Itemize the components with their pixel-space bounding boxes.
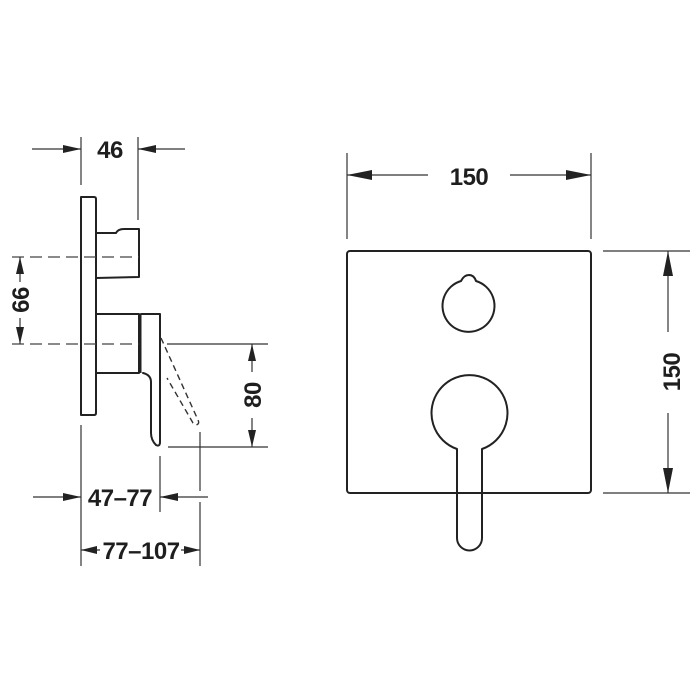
dim-66: 66: [8, 257, 35, 344]
lever-handle-front: [430, 374, 509, 552]
diverter-knob-front: [441, 274, 496, 333]
dim-47-77-label: 47–77: [88, 485, 152, 512]
dim-46: 46: [32, 137, 185, 220]
dim-66-label: 66: [8, 287, 35, 313]
cover-plate: [346, 250, 592, 494]
wall-plate: [80, 196, 97, 416]
dim-height-label: 150: [659, 353, 686, 392]
dim-80-label: 80: [240, 382, 267, 408]
dim-80: 80: [167, 343, 268, 448]
front-view: 150 150: [346, 153, 690, 552]
dim-46-label: 46: [97, 137, 123, 164]
lever-side: [140, 313, 161, 447]
dim-height-150: 150: [603, 250, 690, 494]
dim-width-label: 150: [450, 164, 489, 191]
dim-width-150: 150: [346, 153, 592, 239]
dim-77-107: 77–107: [81, 538, 200, 565]
lever-raised-position: [160, 337, 200, 426]
dim-77-107-label: 77–107: [102, 538, 179, 565]
dim-47-77: 47–77: [33, 485, 208, 512]
side-view: 46 66 80: [8, 137, 268, 566]
diverter-knob: [95, 228, 140, 279]
